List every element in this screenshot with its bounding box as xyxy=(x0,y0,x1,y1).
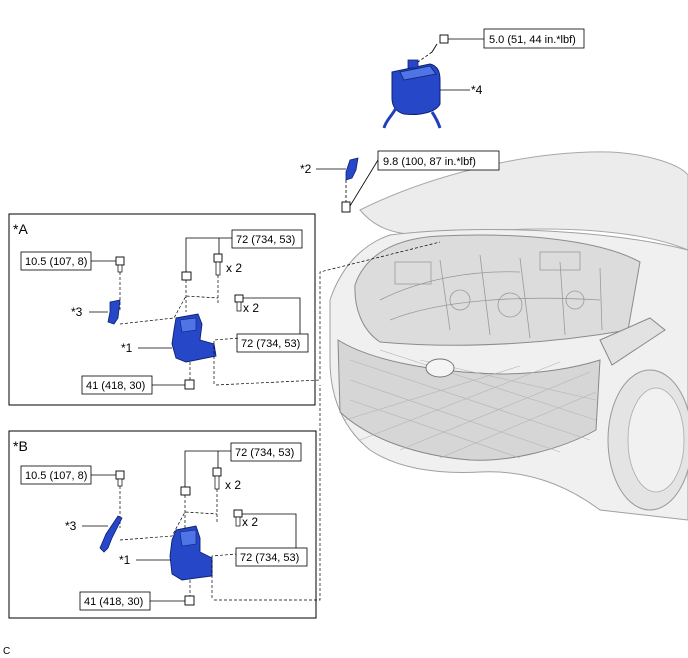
reservoir-assembly xyxy=(382,34,484,129)
bracket-part3-b xyxy=(99,515,123,553)
reservoir-bolt xyxy=(431,34,449,53)
panel-a-tag: *A xyxy=(13,221,28,237)
torque-label-reservoir: 5.0 (51, 44 in.*lbf) xyxy=(489,34,576,46)
engine-compartment xyxy=(354,234,641,346)
torque-label-a-right: 72 (734, 53) xyxy=(241,338,300,350)
callout-part4: *4 xyxy=(471,83,483,97)
torque-label-a-left: 10.5 (107, 8) xyxy=(25,256,87,268)
torque-label-a-top: 72 (734, 53) xyxy=(236,234,295,246)
torque-label-a-bottom: 41 (418, 30) xyxy=(86,380,145,392)
leader-b-to-engine xyxy=(214,385,321,601)
vehicle-illustration xyxy=(329,151,688,521)
grille-mesh xyxy=(344,349,597,459)
qty-b-top: x 2 xyxy=(225,478,241,492)
torque-box-bracket xyxy=(377,150,500,171)
panel-a-frame xyxy=(8,213,316,406)
qty-a-top: x 2 xyxy=(226,261,242,275)
qty-b-right: x 2 xyxy=(242,515,258,529)
bracket-part2 xyxy=(316,157,379,213)
torque-label-bracket: 9.8 (100, 87 in.*lbf) xyxy=(383,156,476,168)
torque-label-b-top: 72 (734, 53) xyxy=(235,447,294,459)
headlight xyxy=(599,317,666,366)
bracket-part3-a xyxy=(107,299,121,325)
reservoir-hose xyxy=(382,107,398,129)
callout-part2: *2 xyxy=(300,162,312,176)
front-emblem xyxy=(425,358,455,378)
panel-b-tag: *B xyxy=(13,438,28,454)
callout-part3-b: *3 xyxy=(65,519,77,533)
engine-detail-lines xyxy=(379,251,603,339)
panel-b: *B 10.5 (107, 8) *3 72 (734, 53) x 2 x 2… xyxy=(8,430,317,619)
mount-bracket-part1-b xyxy=(169,525,213,581)
torque-box-a-top xyxy=(231,229,303,249)
qty-a-right: x 2 xyxy=(243,301,259,315)
torque-label-b-right: 72 (734, 53) xyxy=(240,552,299,564)
torque-box-b-right xyxy=(235,547,308,567)
torque-box-reservoir xyxy=(483,28,585,49)
torque-box-b-top xyxy=(230,442,302,462)
torque-box-a-right xyxy=(236,333,309,353)
leader-a-to-engine xyxy=(215,241,441,386)
callout-part1-b: *1 xyxy=(119,553,131,567)
callout-part3-a: *3 xyxy=(71,305,83,319)
callout-part1-a: *1 xyxy=(121,341,133,355)
torque-label-b-bottom: 41 (418, 30) xyxy=(84,596,143,608)
panel-a: *A 10.5 (107, 8) *3 72 (734, 53) x 2 x 2… xyxy=(8,213,316,406)
torque-label-b-left: 10.5 (107, 8) xyxy=(25,470,87,482)
panel-b-frame xyxy=(8,430,317,619)
figure-code: C xyxy=(3,646,10,657)
